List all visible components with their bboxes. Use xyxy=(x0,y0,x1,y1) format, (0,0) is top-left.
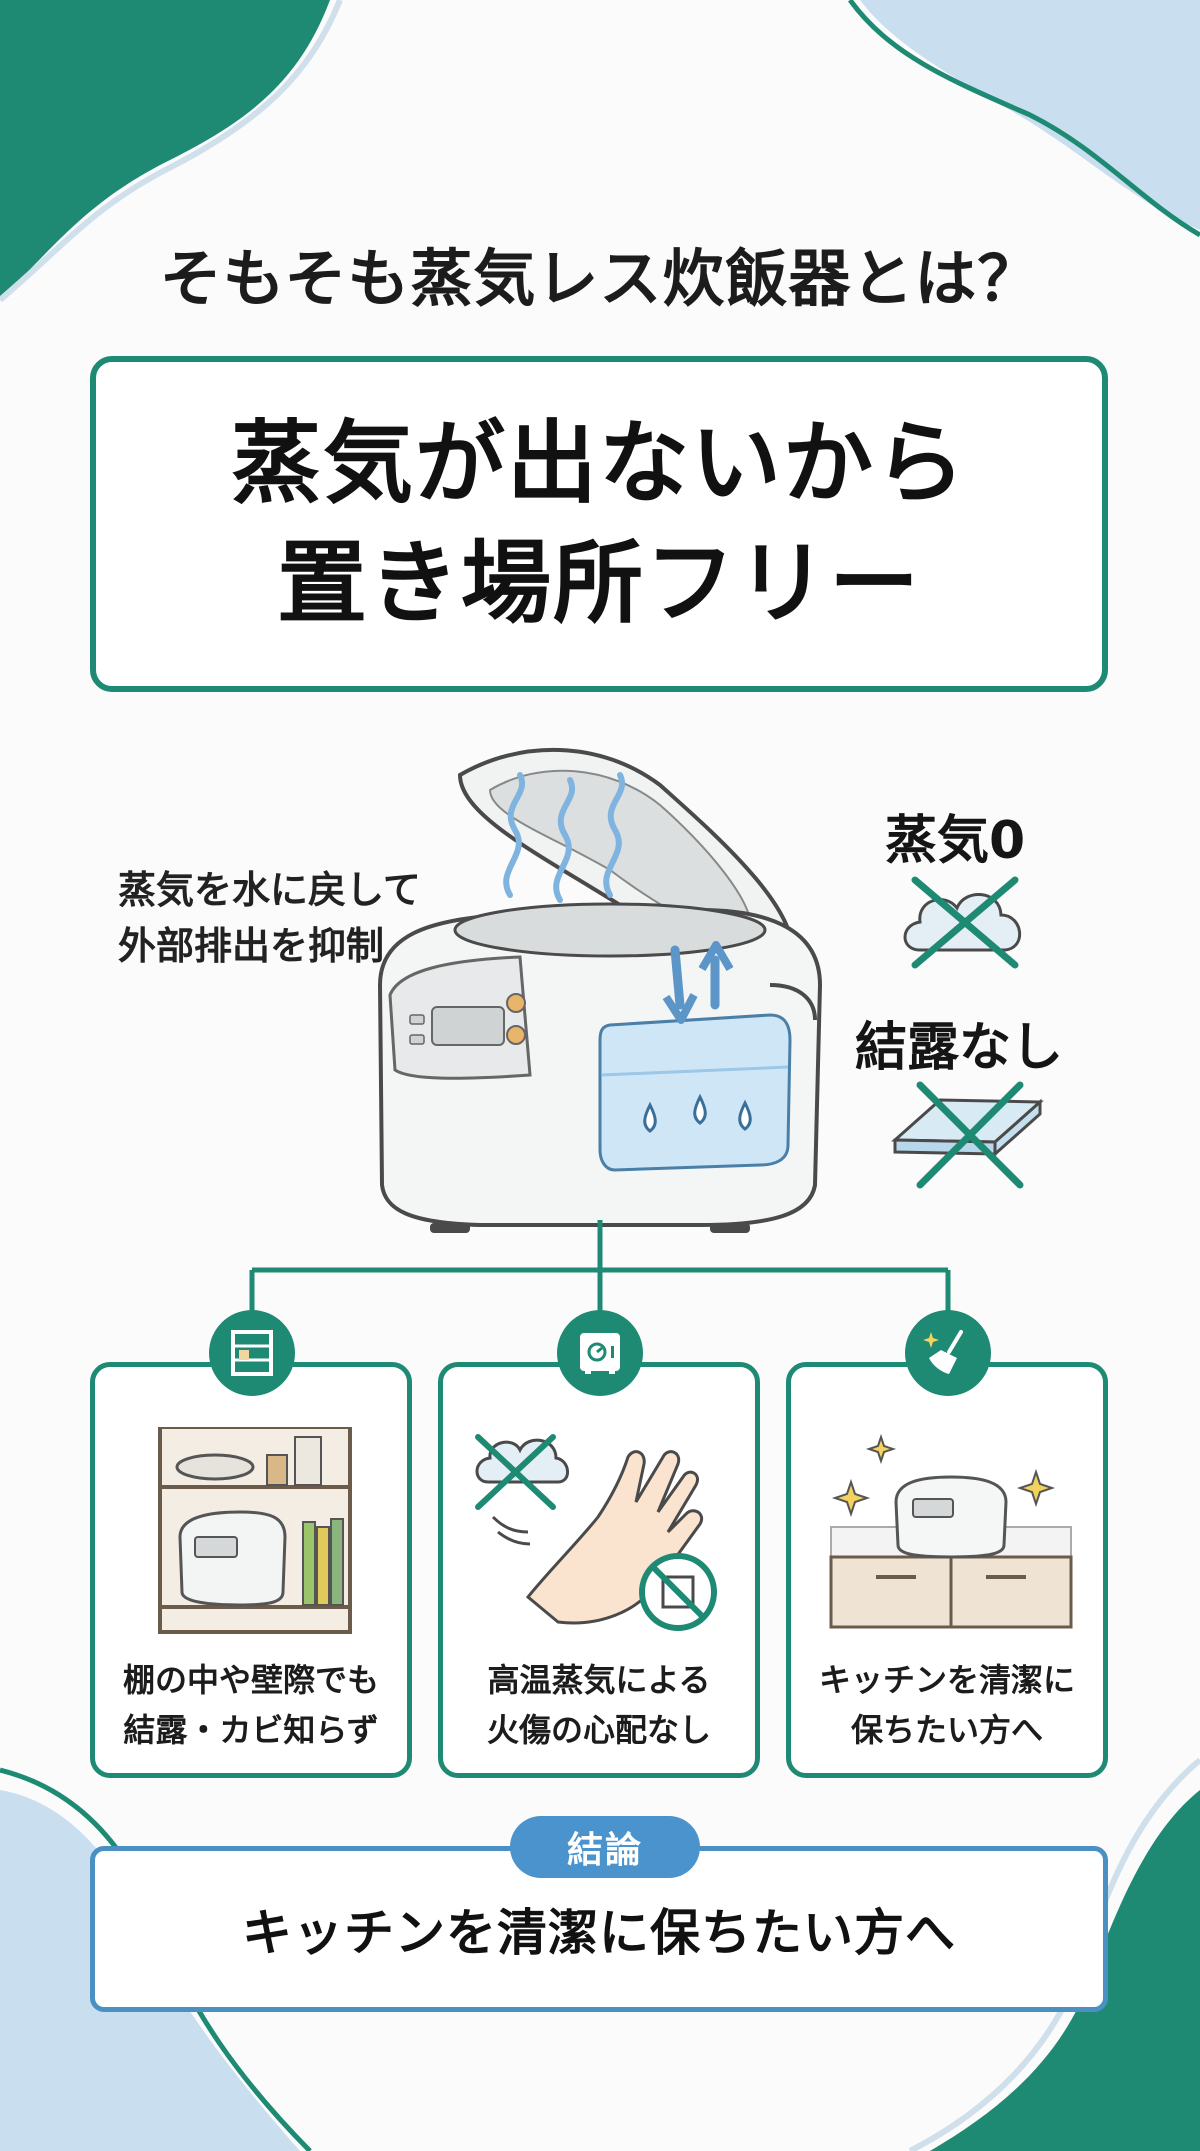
steam-caption: 蒸気を水に戻して 外部排出を抑制 xyxy=(118,862,478,974)
feature-caption-line-2: 結露・カビ知らず xyxy=(123,1711,379,1749)
feature-caption-line-1: 棚の中や壁際でも xyxy=(122,1661,379,1699)
feature-card-safety: 高温蒸気による 火傷の心配なし xyxy=(438,1362,760,1778)
feature-caption-line-2: 火傷の心配なし xyxy=(486,1711,711,1749)
feature-card-shelf: 棚の中や壁際でも 結露・カビ知らず xyxy=(90,1362,412,1778)
feature-caption-line-1: 高温蒸気による xyxy=(487,1661,711,1699)
feature-card-clean: キッチンを清潔に 保ちたい方へ xyxy=(786,1362,1108,1778)
feature-caption-safety: 高温蒸気による 火傷の心配なし xyxy=(443,1655,755,1755)
conclusion-label: 結論 xyxy=(510,1816,700,1878)
feature-caption-line-1: キッチンを清潔に xyxy=(818,1661,1075,1699)
hero-line-1: 蒸気が出ないから xyxy=(231,411,967,516)
conclusion-text: キッチンを清潔に保ちたい方へ xyxy=(242,1904,956,1962)
page-heading: そもそも蒸気レス炊飯器とは？ xyxy=(159,242,1041,315)
no-condensation-icon xyxy=(891,1081,1044,1189)
connector-lines xyxy=(249,1220,951,1320)
feature-caption-shelf: 棚の中や壁際でも 結露・カビ知らず xyxy=(95,1655,407,1755)
clean-kitchen-illustration xyxy=(829,1433,1073,1629)
broom-sparkle-icon xyxy=(905,1310,991,1396)
safe-icon xyxy=(557,1310,643,1396)
hero-line-2: 置き場所フリー xyxy=(277,531,921,636)
shelf-illustration xyxy=(158,1427,352,1634)
hand-illustration xyxy=(475,1434,717,1631)
no-condensation-label: 結露なし xyxy=(855,1018,1064,1078)
steam-caption-line-1: 蒸気を水に戻して xyxy=(118,868,421,912)
steam-caption-line-2: 外部排出を抑制 xyxy=(118,924,385,968)
steam-zero-label: 蒸気0 xyxy=(885,811,1026,871)
no-steam-cloud-icon xyxy=(903,876,1022,969)
rice-cooker-illustration xyxy=(377,747,823,1233)
feature-caption-clean: キッチンを清潔に 保ちたい方へ xyxy=(791,1655,1103,1755)
shelf-icon xyxy=(209,1310,295,1396)
feature-caption-line-2: 保ちたい方へ xyxy=(850,1711,1043,1749)
hero-box: 蒸気が出ないから 置き場所フリー xyxy=(90,356,1108,692)
